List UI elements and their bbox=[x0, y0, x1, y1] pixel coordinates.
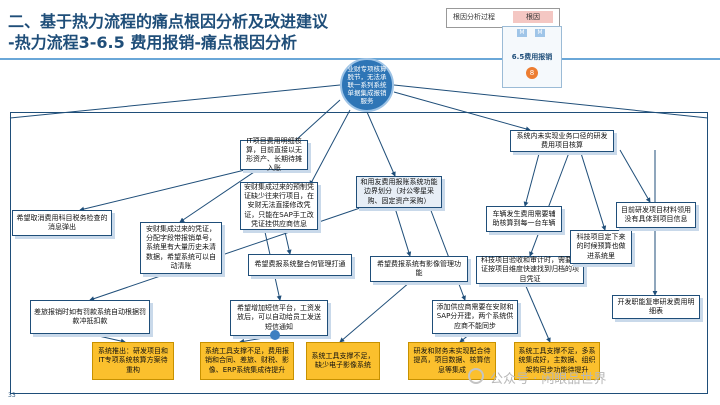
node-integrate-vendor: 安财集成过来的预制凭证缺少往来行项目，在安财无法直接修改凭证，只能在SAP手工改… bbox=[240, 182, 318, 230]
phase-number-badge: 8 bbox=[526, 67, 538, 79]
node-finance-system: 和用友费用报账系统功能边界划分（对公零星采购、固定资产采购） bbox=[356, 176, 442, 208]
node-tech-check: 科技项目验收和审计时，需要凭证按项目维度快速找到归档的项目凭证 bbox=[476, 256, 584, 284]
node-tech-budget: 科技项目定下来的时候预算也做进系统里 bbox=[570, 230, 632, 264]
phase-tag-left: M bbox=[517, 29, 527, 37]
root-cause-4: 研发和财务未实现配合待提高，项目数据、核算信息等集成 bbox=[408, 342, 496, 380]
node-image-mgmt: 希望费报系统有影像管理功能 bbox=[370, 256, 468, 282]
phase-tag-right: M bbox=[535, 29, 545, 37]
wechat-icon bbox=[468, 368, 484, 384]
root-cause-5: 系统工具支撑不足，多系统集成好，主数据、组织架构同步功能待提升 bbox=[514, 342, 600, 380]
node-supplier: 添加供应商需要在安财和SAP分开建，两个系统供应商不能同步 bbox=[432, 300, 518, 334]
node-rd-detail: 开发职能复审研发费用明细表 bbox=[612, 295, 700, 319]
root-problem-node: 业财专项核算脱节，无法承联一系列系统单据集成报销服务 bbox=[340, 58, 394, 112]
node-sms: 希望增加短信平台，工资发放后，可以自动给员工发送短信通知 bbox=[230, 300, 328, 336]
phase-card: M M 6.5费用报销 8 bbox=[502, 26, 562, 88]
node-vehicle: 车辆发生费用需要辅助核算到每一台车辆 bbox=[486, 206, 562, 232]
node-it-fee: IT项目费用明细核算，目前直接以无形资产、长期待摊入账 bbox=[240, 137, 308, 172]
node-penalty: 差旅报销时如有罚款系统自动根据罚款冲抵扣款 bbox=[30, 300, 150, 334]
node-auto-clear: 安财集成过来的凭证，分配字段带报销单号，系统里有大量历史未清数据，希望系统可以自… bbox=[140, 222, 222, 274]
leader-dot bbox=[270, 330, 280, 340]
root-cause-1: 系统推出：研发项目和IT专项系统核算方案待重构 bbox=[92, 342, 174, 380]
root-cause-2: 系统工具支撑不足，费用报销和合同、差旅、财税、影像、ERP系统集成待提升 bbox=[200, 342, 294, 380]
legend-rootcause-label: 根因 bbox=[513, 11, 553, 23]
page-title: 二、基于热力流程的痛点根因分析及改进建议 bbox=[8, 12, 329, 31]
watermark: 公众号 · 闲眼品世界 bbox=[490, 372, 607, 387]
phase-title: 6.5费用报销 bbox=[511, 53, 553, 61]
node-team-fee: 希望费报系统整合何管理打通 bbox=[248, 254, 352, 276]
node-rd-info: 目前研发项目材料领用没有具体到项目信息 bbox=[616, 202, 696, 228]
legend-process-label: 根因分析过程 bbox=[453, 13, 495, 21]
root-cause-3: 系统工具支撑不足，缺少电子影像系统 bbox=[306, 342, 380, 380]
node-no-warning: 希望取消费用科目税务检查的消息弹出 bbox=[12, 210, 112, 236]
page-subtitle: -热力流程3-6.5 费用报销-痛点根因分析 bbox=[8, 33, 297, 52]
page-number: 33 bbox=[8, 392, 16, 399]
analysis-frame bbox=[10, 112, 708, 394]
node-project-calc: 系统内未实现业务口径的研发费用项目核算 bbox=[510, 130, 614, 152]
